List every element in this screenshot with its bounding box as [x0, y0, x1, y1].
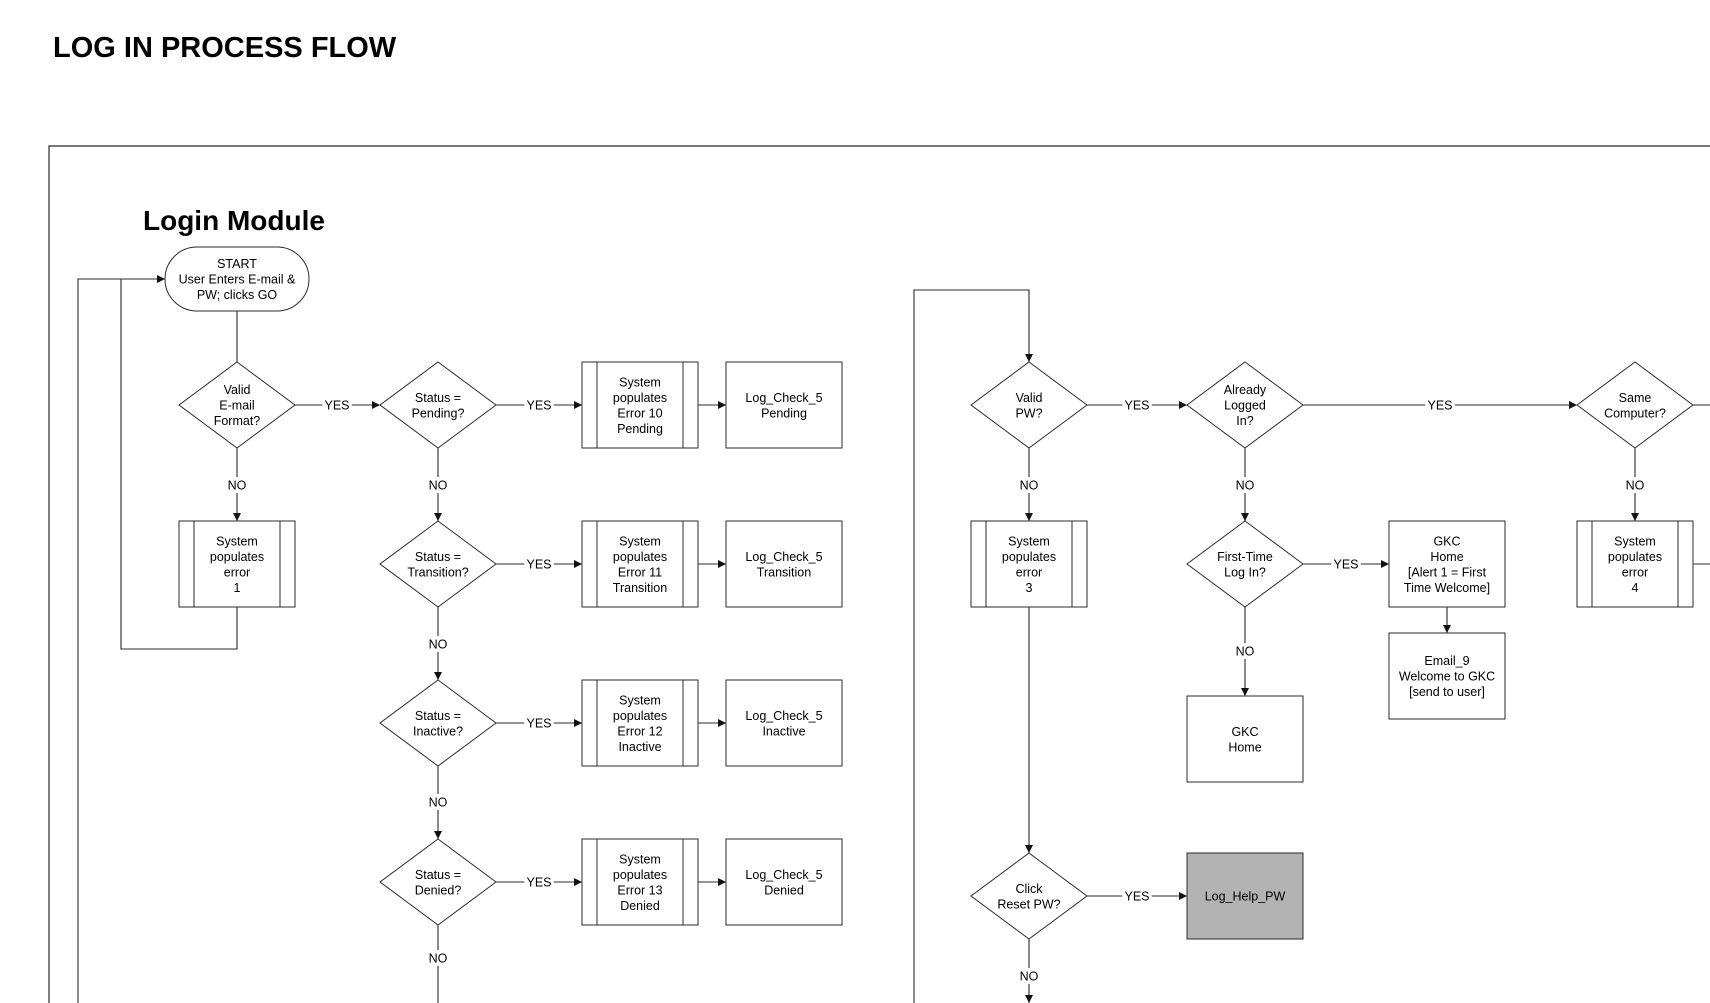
- connector-3: [120, 275, 238, 650]
- page-title: LOG IN PROCESS FLOW: [53, 32, 397, 64]
- status-pending-label: Status =Pending?: [412, 391, 465, 421]
- edge-label-no-10: NO: [429, 952, 448, 966]
- edge-label-no-19: NO: [1020, 970, 1039, 984]
- edge-label-no-7: NO: [429, 479, 448, 493]
- status-denied-node: Status =Denied?: [379, 838, 497, 926]
- status-transition-node: Status =Transition?: [379, 520, 497, 608]
- edge-label-yes-14: YES: [1124, 890, 1149, 904]
- edge-label-yes-5: YES: [526, 876, 551, 890]
- status-pending-node: Status =Pending?: [379, 361, 497, 449]
- edge-label-yes-13: YES: [1333, 558, 1358, 572]
- connector-4: [77, 278, 121, 1003]
- status-inactive-label: Status =Inactive?: [413, 709, 463, 739]
- edge-label-no-15: NO: [1020, 479, 1039, 493]
- edge-label-no-16: NO: [1236, 479, 1255, 493]
- status-transition-label: Status =Transition?: [407, 550, 468, 580]
- diagram-frame: [48, 145, 1710, 1003]
- log-help-pw-node: Log_Help_PW: [1186, 852, 1304, 940]
- edge-label-yes-12: YES: [1427, 399, 1452, 413]
- status-denied-label: Status =Denied?: [415, 868, 462, 898]
- edge-label-yes-11: YES: [1124, 399, 1149, 413]
- connector-18: [913, 289, 1033, 1003]
- edge-label-no-9: NO: [429, 796, 448, 810]
- edge-label-yes-1: YES: [324, 399, 349, 413]
- edge-label-yes-2: YES: [526, 399, 551, 413]
- edge-labels: YES YES YES YES YES NO NO NO NO NO YES YES YES YES NO N…: [226, 397, 1646, 984]
- edge-label-yes-3: YES: [526, 558, 551, 572]
- edge-label-no-17: NO: [1236, 645, 1255, 659]
- module-title: Login Module: [143, 205, 325, 236]
- status-inactive-node: Status =Inactive?: [379, 679, 497, 767]
- edge-label-no-8: NO: [429, 638, 448, 652]
- log-help-pw-label: Log_Help_PW: [1205, 890, 1286, 904]
- edge-label-yes-4: YES: [526, 717, 551, 731]
- edge-label-no-18: NO: [1626, 479, 1645, 493]
- edge-label-no-6: NO: [228, 479, 247, 493]
